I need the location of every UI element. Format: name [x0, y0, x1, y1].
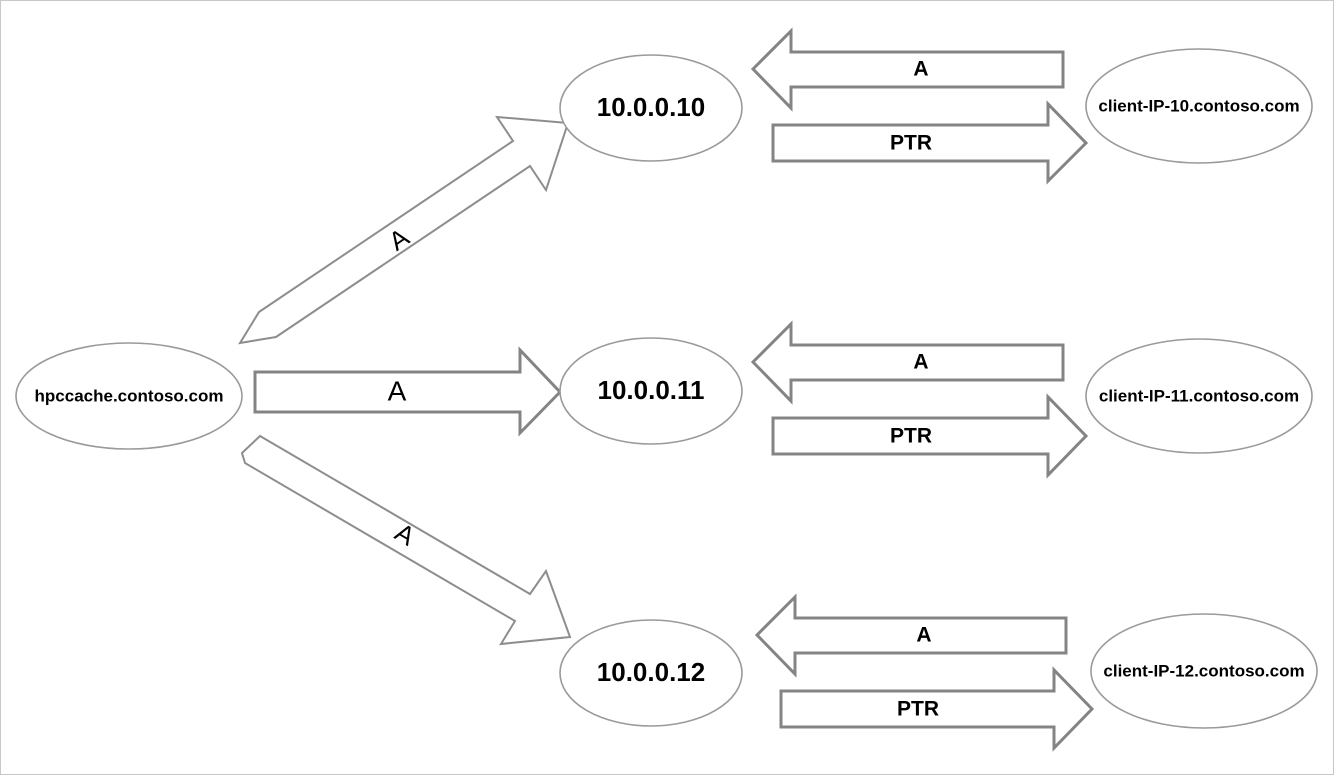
node-client-1-ellipse [1085, 48, 1313, 164]
node-client-1-label: client-IP-10.contoso.com [1098, 96, 1299, 115]
node-client-3-label: client-IP-12.contoso.com [1103, 661, 1304, 680]
arrow-ptr-2-shape [771, 393, 1089, 479]
node-client-3[interactable]: client-IP-12.contoso.com [1090, 613, 1318, 729]
arrow-source-to-ip-2[interactable]: A [253, 346, 563, 437]
arrow-reverse-a-3-label: A [916, 624, 931, 647]
arrow-reverse-a-1[interactable]: A [750, 27, 1065, 112]
node-client-3-ellipse [1090, 613, 1318, 729]
arrow-reverse-a-1-label: A [913, 58, 928, 81]
arrow-source-to-ip-3-shape [240, 434, 572, 646]
node-ip-1-label: 10.0.0.10 [597, 92, 705, 122]
node-client-2[interactable]: client-IP-11.contoso.com [1085, 338, 1313, 454]
node-client-2-ellipse [1085, 338, 1313, 454]
node-client-2-label: client-IP-11.contoso.com [1099, 386, 1299, 405]
arrow-reverse-a-3-shape [754, 593, 1068, 678]
node-ip-3-ellipse [559, 619, 743, 727]
arrow-reverse-a-3[interactable]: A [754, 593, 1068, 678]
node-ip-1-ellipse [559, 54, 743, 162]
arrow-ptr-2[interactable]: PTR [771, 393, 1089, 479]
arrow-ptr-2-label: PTR [890, 425, 932, 448]
node-ip-3[interactable]: 10.0.0.12 [559, 619, 743, 727]
arrow-reverse-a-2[interactable]: A [750, 320, 1065, 405]
node-ip-2-label: 10.0.0.11 [598, 375, 705, 405]
node-ip-1[interactable]: 10.0.0.10 [559, 54, 743, 162]
arrow-ptr-3-label: PTR [897, 698, 939, 721]
arrow-ptr-3-shape [779, 666, 1095, 752]
arrow-reverse-a-2-shape [750, 320, 1065, 405]
node-hpccache-ellipse [15, 342, 243, 450]
arrow-ptr-1-shape [771, 100, 1089, 185]
arrow-reverse-a-2-label: A [913, 351, 928, 374]
arrow-ptr-1[interactable]: PTR [771, 100, 1089, 185]
arrow-reverse-a-1-shape [750, 27, 1065, 112]
arrow-ptr-1-label: PTR [890, 132, 932, 155]
arrow-source-to-ip-2-shape [253, 346, 563, 437]
arrow-ptr-3[interactable]: PTR [779, 666, 1095, 752]
arrow-source-to-ip-3[interactable]: A [240, 434, 572, 646]
node-ip-2[interactable]: 10.0.0.11 [559, 337, 743, 445]
arrow-source-to-ip-2-label: A [388, 375, 407, 406]
arrow-source-to-ip-1[interactable]: A [238, 115, 570, 345]
node-hpccache-label: hpccache.contoso.com [35, 386, 224, 405]
node-hpccache[interactable]: hpccache.contoso.com [15, 342, 243, 450]
node-client-1[interactable]: client-IP-10.contoso.com [1085, 48, 1313, 164]
node-ip-3-label: 10.0.0.12 [597, 657, 705, 687]
arrow-source-to-ip-1-shape [238, 115, 570, 345]
node-ip-2-ellipse [559, 337, 743, 445]
